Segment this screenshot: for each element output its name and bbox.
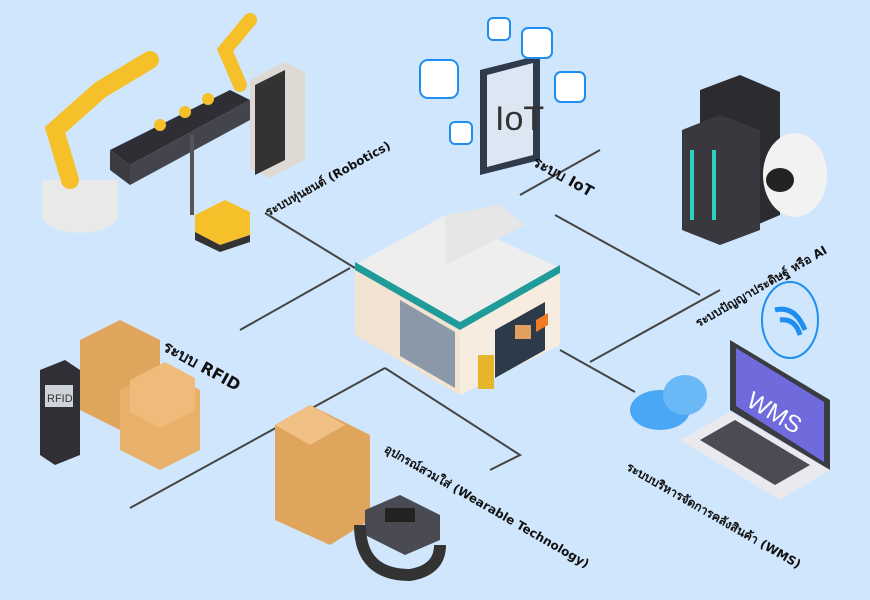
ai-illustration xyxy=(682,75,827,245)
rfid-illustration: RFID xyxy=(40,320,200,470)
connector-lines xyxy=(129,149,721,509)
warehouse-illustration xyxy=(355,205,560,395)
scanner-screen-text: RFID xyxy=(47,393,73,405)
robotics-illustration xyxy=(42,13,305,252)
wearable-illustration xyxy=(275,405,446,582)
wms-illustration: WMS xyxy=(630,281,830,500)
iot-illustration: IoT xyxy=(419,17,586,175)
tablet-screen-text: IoT xyxy=(495,100,544,138)
